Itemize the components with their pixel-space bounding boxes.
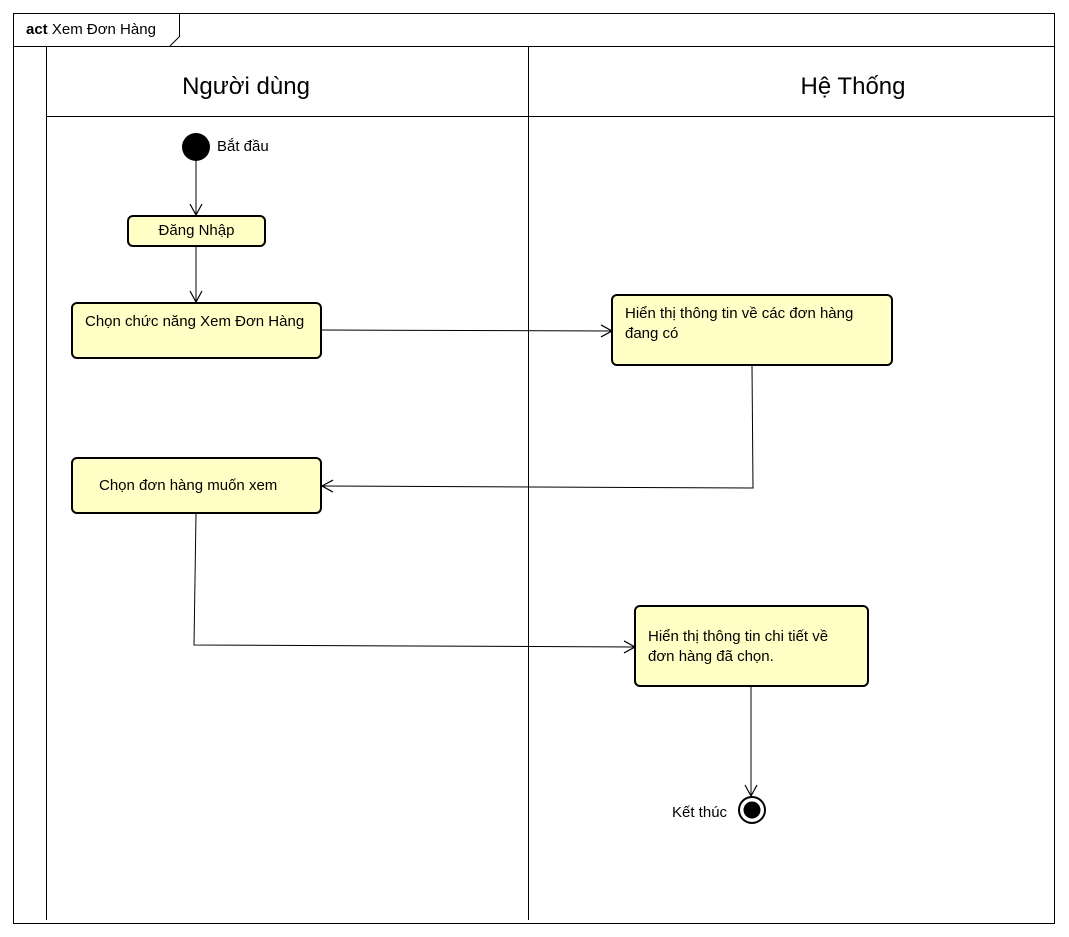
lane-title-system: Hệ Thống [800, 73, 906, 100]
frame-title: act Xem Đơn Hàng [26, 21, 156, 39]
frame-border [13, 13, 1055, 924]
flow-choose-order-to-show-detail [193, 513, 637, 654]
frame-keyword: act [26, 21, 48, 38]
frame-name: Xem Đơn Hàng [51, 21, 156, 38]
start-label: Bắt đầu [217, 138, 269, 155]
action-show-orders: Hiển thị thông tin về các đơn hàng đang … [611, 294, 893, 366]
flow-choose-function-to-show-orders [321, 324, 614, 338]
final-node-inner [743, 801, 761, 819]
action-choose-order: Chọn đơn hàng muốn xem [71, 457, 322, 514]
lane-title-user: Người dùng [182, 73, 310, 100]
action-show-order-detail: Hiển thị thông tin chi tiết về đơn hàng … [634, 605, 869, 687]
action-login: Đăng Nhập [127, 215, 266, 247]
flow-show-orders-to-choose-order [320, 365, 754, 493]
action-choose-view-orders: Chọn chức năng Xem Đơn Hàng [71, 302, 322, 359]
end-label: Kết thúc [672, 804, 728, 821]
initial-node [182, 133, 210, 161]
